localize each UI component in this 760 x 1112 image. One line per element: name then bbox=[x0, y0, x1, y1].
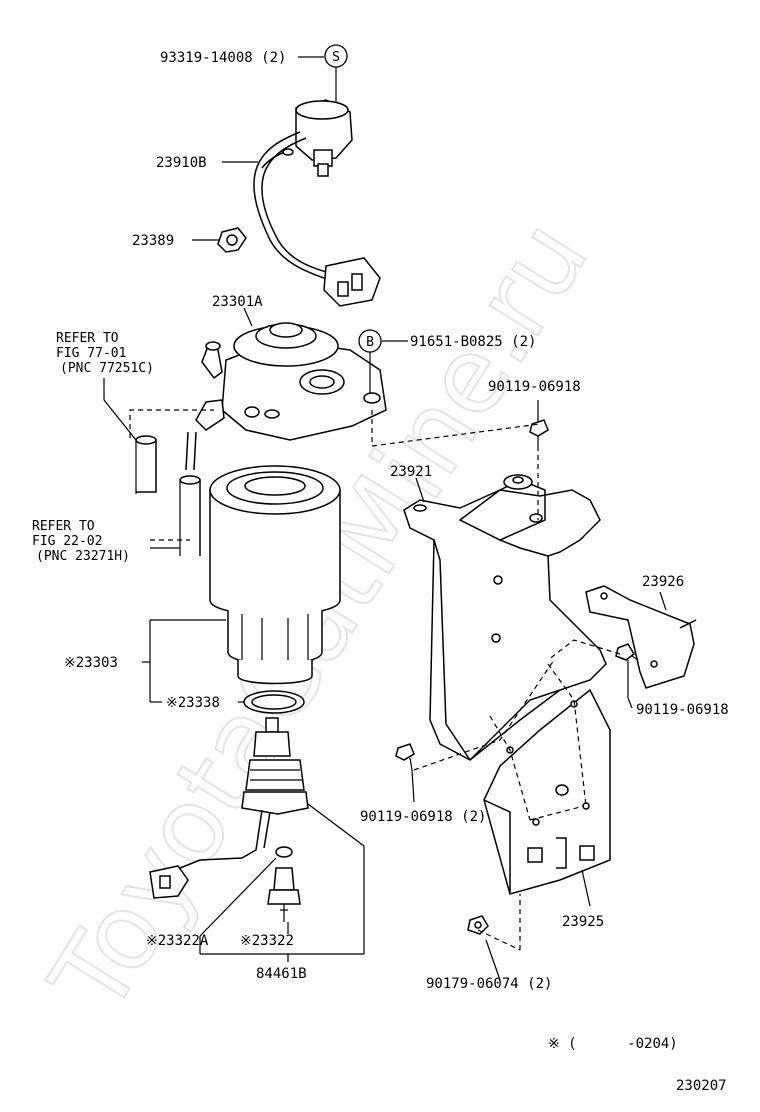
dashed-guides bbox=[129, 409, 621, 951]
label-sensor-switch: ※23322 bbox=[240, 933, 294, 949]
svg-text:REFER TO: REFER TO bbox=[32, 519, 95, 534]
figure-code: 230207 bbox=[676, 1078, 727, 1094]
nut-drawing bbox=[467, 915, 489, 935]
bolt-2-drawing bbox=[615, 643, 639, 661]
refer-note-1: REFER TO FIG 77-01 (PNC 77251C) bbox=[56, 331, 154, 376]
bracket-side-drawing bbox=[585, 585, 697, 689]
label-bolt-3: 90119-06918 (2) bbox=[360, 809, 486, 825]
svg-text:(PNC 23271H): (PNC 23271H) bbox=[36, 549, 130, 564]
footnote: ※ ( -0204) bbox=[548, 1036, 678, 1052]
badge-s: S bbox=[324, 44, 348, 68]
refer-note-2: REFER TO FIG 22-02 (PNC 23271H) bbox=[32, 519, 130, 564]
label-filter-head: 23301A bbox=[212, 294, 263, 310]
label-small-o-ring: ※23322A bbox=[146, 933, 209, 949]
leader-lines bbox=[103, 56, 667, 981]
label-filter-element: ※23303 bbox=[64, 655, 118, 671]
label-bolt-2: 90119-06918 bbox=[636, 702, 729, 718]
filter-head-drawing bbox=[195, 322, 387, 441]
label-bolt-1: 90119-06918 bbox=[488, 379, 581, 395]
svg-text:FIG 77-01: FIG 77-01 bbox=[56, 346, 126, 361]
bolt-1-drawing bbox=[529, 419, 549, 446]
label-sensor-harness: 23910B bbox=[156, 155, 207, 171]
label-sub-assy: 84461B bbox=[256, 966, 307, 982]
bracket-main-drawing bbox=[403, 474, 607, 761]
svg-text:REFER TO: REFER TO bbox=[56, 331, 119, 346]
label-o-ring-large: ※23338 bbox=[166, 695, 220, 711]
label-bracket-lower: 23925 bbox=[562, 914, 604, 930]
label-bracket-side: 23926 bbox=[642, 574, 684, 590]
clamp-drawing bbox=[217, 227, 247, 253]
svg-text:FIG 22-02: FIG 22-02 bbox=[32, 534, 102, 549]
filter-element-drawing bbox=[209, 465, 341, 685]
svg-text:S: S bbox=[332, 50, 340, 65]
svg-text:B: B bbox=[366, 335, 374, 350]
label-bolt-b: 91651-B0825 (2) bbox=[410, 334, 536, 350]
svg-text:(PNC 77251C): (PNC 77251C) bbox=[60, 361, 154, 376]
bolt-3-drawing bbox=[395, 743, 415, 771]
hoses-drawing bbox=[135, 431, 201, 556]
badge-b: B bbox=[358, 329, 382, 353]
label-clamp: 23389 bbox=[132, 233, 174, 249]
label-bracket-main: 23921 bbox=[390, 464, 432, 480]
sensor-harness-drawing bbox=[253, 99, 381, 307]
label-nut: 90179-06074 (2) bbox=[426, 976, 552, 992]
label-screw-top: 93319-14008 (2) bbox=[160, 50, 286, 66]
sensor-assembly-drawing bbox=[149, 717, 309, 922]
